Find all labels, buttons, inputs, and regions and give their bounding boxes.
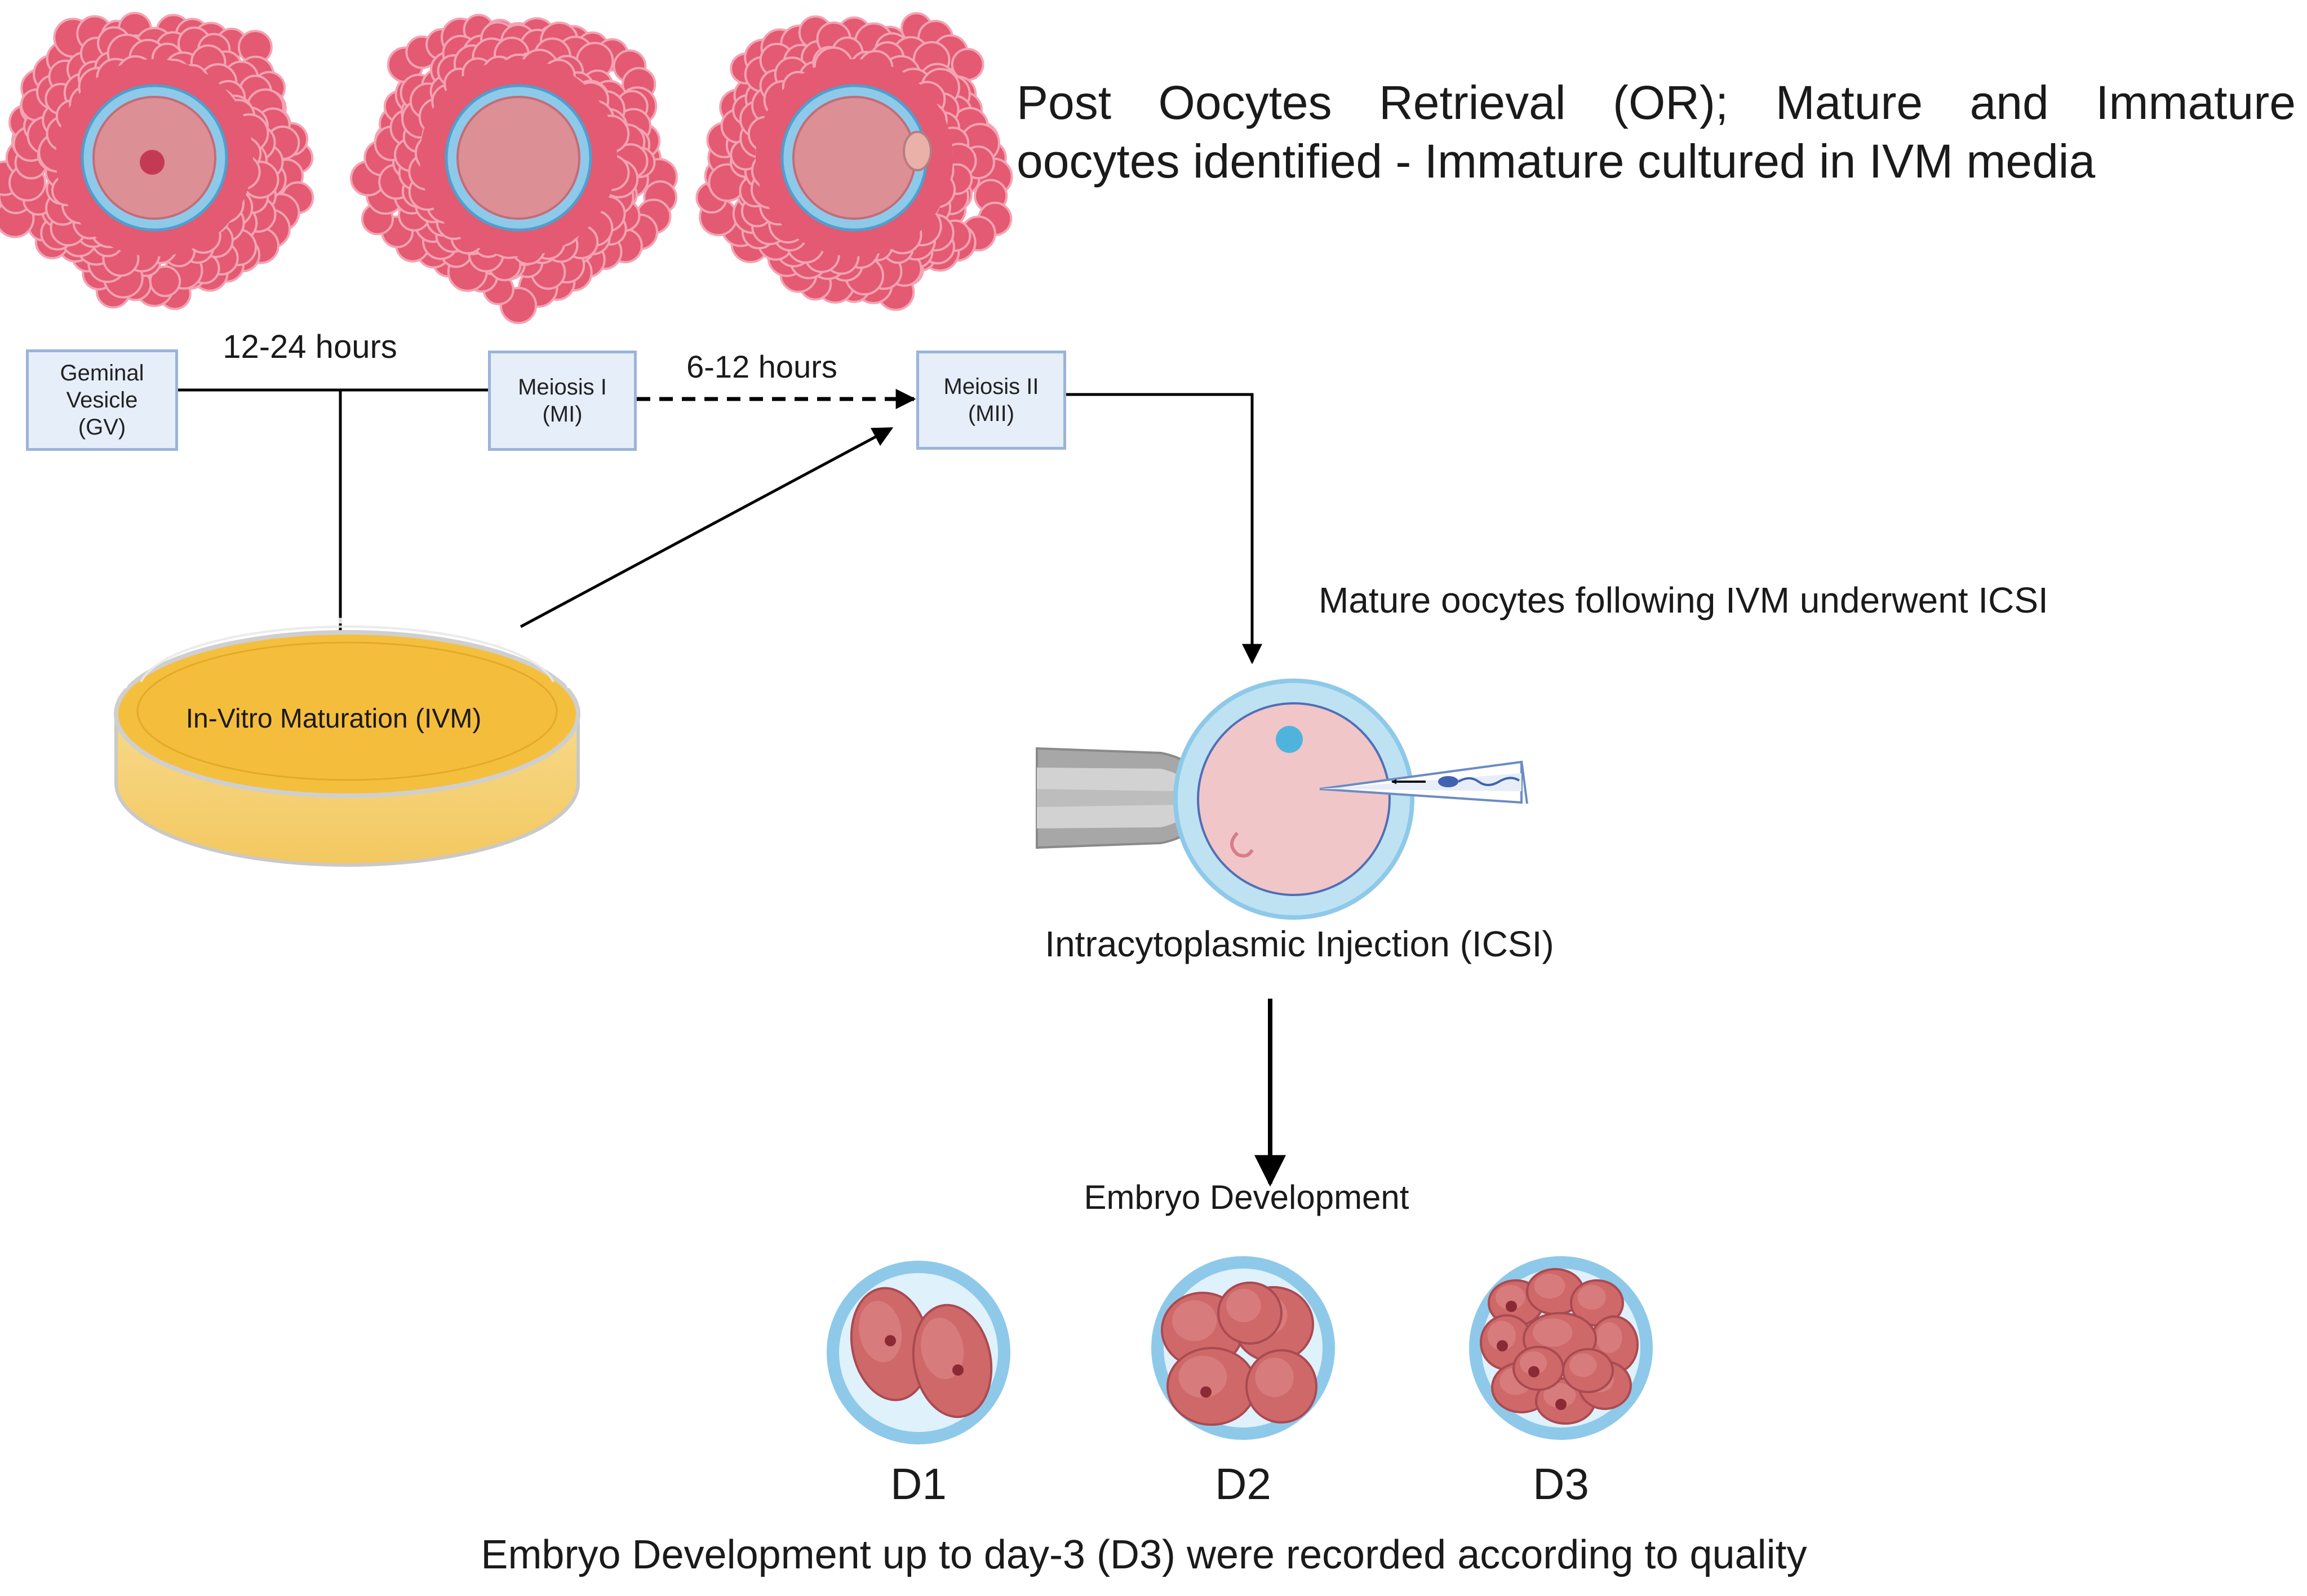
embryo-icon xyxy=(827,1261,1010,1444)
header-line1: Post Oocytes Retrieval (OR); Mature and Immatu… xyxy=(1017,73,2296,132)
embryo-day-label: D3 xyxy=(1533,1459,1589,1509)
ivm-to-mii-arrow xyxy=(520,427,894,628)
header-word: Oocytes xyxy=(1158,76,1332,129)
flow-connectors xyxy=(177,388,1286,1187)
duration-label-gv-mi: 12-24 hours xyxy=(223,329,397,365)
embryo-footer: Embryo Development up to day-3 (D3) were… xyxy=(481,1532,1807,1577)
icsi-illustration xyxy=(1036,679,1528,920)
icsi-note: Mature oocytes following IVM underwent I… xyxy=(1319,580,2048,620)
header-word: Retrieval xyxy=(1379,76,1566,129)
nucleus xyxy=(1276,726,1303,753)
stage-box-mi: Meiosis I (MI) xyxy=(488,351,637,451)
header-word: Immature xyxy=(2096,76,2296,129)
polar-body xyxy=(1230,831,1254,858)
stage-box-gv: Geminal Vesicle (GV) xyxy=(26,349,178,451)
icsi-label: Intracytoplasmic Injection (ICSI) xyxy=(1045,924,1554,964)
header-word: Post xyxy=(1017,76,1112,129)
header-word: Mature xyxy=(1775,76,1923,129)
cumulus-oocyte-complex-icon xyxy=(350,14,678,325)
stage-box-mii-line: (MII) xyxy=(968,401,1015,426)
sperm-icon xyxy=(1438,776,1520,787)
header-line2: oocytes identified - Immature cultured i… xyxy=(1017,135,2096,188)
embryo-icon xyxy=(1151,1256,1335,1440)
mii-to-icsi-arrow xyxy=(1065,393,1262,664)
embryo-icon xyxy=(1469,1256,1653,1440)
header-word: (OR); xyxy=(1612,76,1729,129)
oocyte-cytoplasm xyxy=(1197,702,1391,896)
holding-pipette-icon xyxy=(1036,747,1203,849)
embryo-day-label: D1 xyxy=(890,1459,947,1509)
stage-box-gv-line: Vesicle xyxy=(66,388,138,413)
petri-dish-icon xyxy=(114,618,580,867)
stage-box-mi-line: (MI) xyxy=(542,402,583,427)
stage-box-gv-line: (GV) xyxy=(78,415,126,440)
duration-label-mi-mii: 6-12 hours xyxy=(686,349,837,384)
header-word: and xyxy=(1969,76,2049,129)
stage-box-mi-line: Meiosis I xyxy=(518,375,607,400)
ivm-label: In-Vitro Maturation (IVM) xyxy=(185,704,482,734)
stage-box-gv-line: Geminal xyxy=(60,361,144,385)
embryo-day-label: D2 xyxy=(1215,1459,1271,1509)
embryo-heading: Embryo Development xyxy=(1084,1178,1409,1216)
header-text: Post Oocytes Retrieval (OR); Mature and Immatu… xyxy=(1017,73,2296,190)
injection-needle-icon xyxy=(1319,760,1528,804)
cumulus-oocyte-complex-icon xyxy=(0,12,314,311)
stage-box-mii-line: Meiosis II xyxy=(943,374,1039,399)
cumulus-oocyte-complex-icon xyxy=(695,12,1013,311)
stage-box-mii: Meiosis II (MII) xyxy=(916,351,1066,450)
